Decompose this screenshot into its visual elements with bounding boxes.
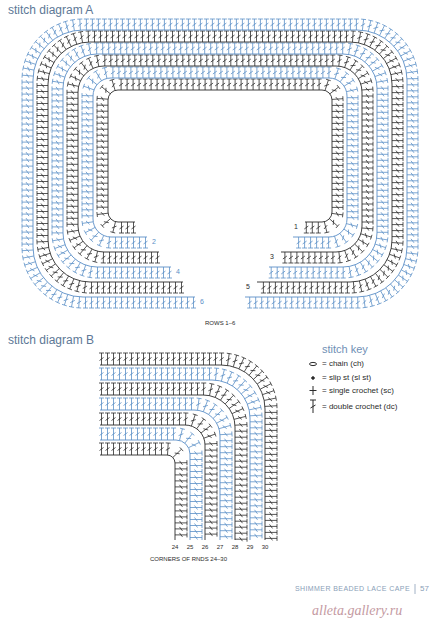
slip-stitch-symbol (312, 377, 315, 380)
chain-symbol (310, 362, 317, 365)
diagram-heading: stitch diagram A (8, 4, 93, 18)
row-base (100, 425, 205, 540)
row-base (100, 365, 265, 540)
double-crochet-stitches (99, 413, 217, 537)
row-number: 6 (200, 298, 204, 306)
legend-symbols (310, 362, 317, 413)
diagram-heading: stitch diagram B (8, 334, 94, 348)
legend-text: = slip st (sl st) (322, 373, 371, 382)
row-base (100, 395, 235, 540)
row-base (48, 42, 392, 282)
diagram-note: ROWS 1–6 (205, 320, 235, 327)
single-crochet-symbol (310, 386, 317, 395)
double-crochet-stitches (82, 67, 358, 248)
double-crochet-symbol (310, 400, 316, 413)
row-base (100, 380, 250, 540)
row-base (33, 30, 407, 297)
double-crochet-stitches (99, 428, 202, 540)
double-crochet-stitches (97, 79, 343, 233)
double-crochet-stitches (37, 31, 403, 293)
row-number: 4 (176, 268, 180, 276)
watermark: alleta.gallery.ru (312, 603, 402, 619)
round-number: 28 (229, 544, 241, 551)
round-number: 27 (214, 544, 226, 551)
row-number: 3 (270, 253, 274, 261)
legend-text: = double crochet (dc) (322, 402, 397, 411)
double-crochet-stitches (99, 398, 232, 539)
round-number: 24 (169, 544, 181, 551)
row-base (78, 66, 362, 252)
row-base (100, 410, 220, 540)
round-number: 26 (199, 544, 211, 551)
row-base (108, 90, 332, 222)
row-number: 1 (294, 223, 298, 231)
row-number: 2 (152, 238, 156, 246)
double-crochet-stitches (99, 443, 187, 538)
double-crochet-stitches (99, 353, 277, 541)
row-base (100, 455, 175, 540)
round-number: 30 (259, 544, 271, 551)
footer-separator (415, 584, 416, 594)
double-crochet-stitches (99, 368, 262, 538)
double-crochet-stitches (67, 55, 373, 263)
double-crochet-stitches (22, 19, 418, 308)
page-number: 57 (420, 584, 429, 593)
row-base (100, 440, 190, 540)
key-heading: stitch key (322, 343, 368, 356)
diagram-note: CORNERS OF RNDS 24–30 (150, 556, 227, 563)
row-number: 5 (246, 283, 250, 291)
double-crochet-stitches (99, 383, 247, 542)
row-base (63, 54, 377, 267)
round-number: 29 (244, 544, 256, 551)
stitch-diagram-b (99, 353, 277, 542)
legend-text: = chain (ch) (322, 359, 364, 368)
double-crochet-stitches (52, 43, 388, 278)
round-number: 25 (184, 544, 196, 551)
footer-title: SHIMMER BEADED LACE CAPE (295, 585, 410, 593)
stitch-diagram-a (22, 19, 418, 308)
row-base (93, 78, 347, 237)
legend-text: = single crochet (sc) (322, 386, 394, 395)
